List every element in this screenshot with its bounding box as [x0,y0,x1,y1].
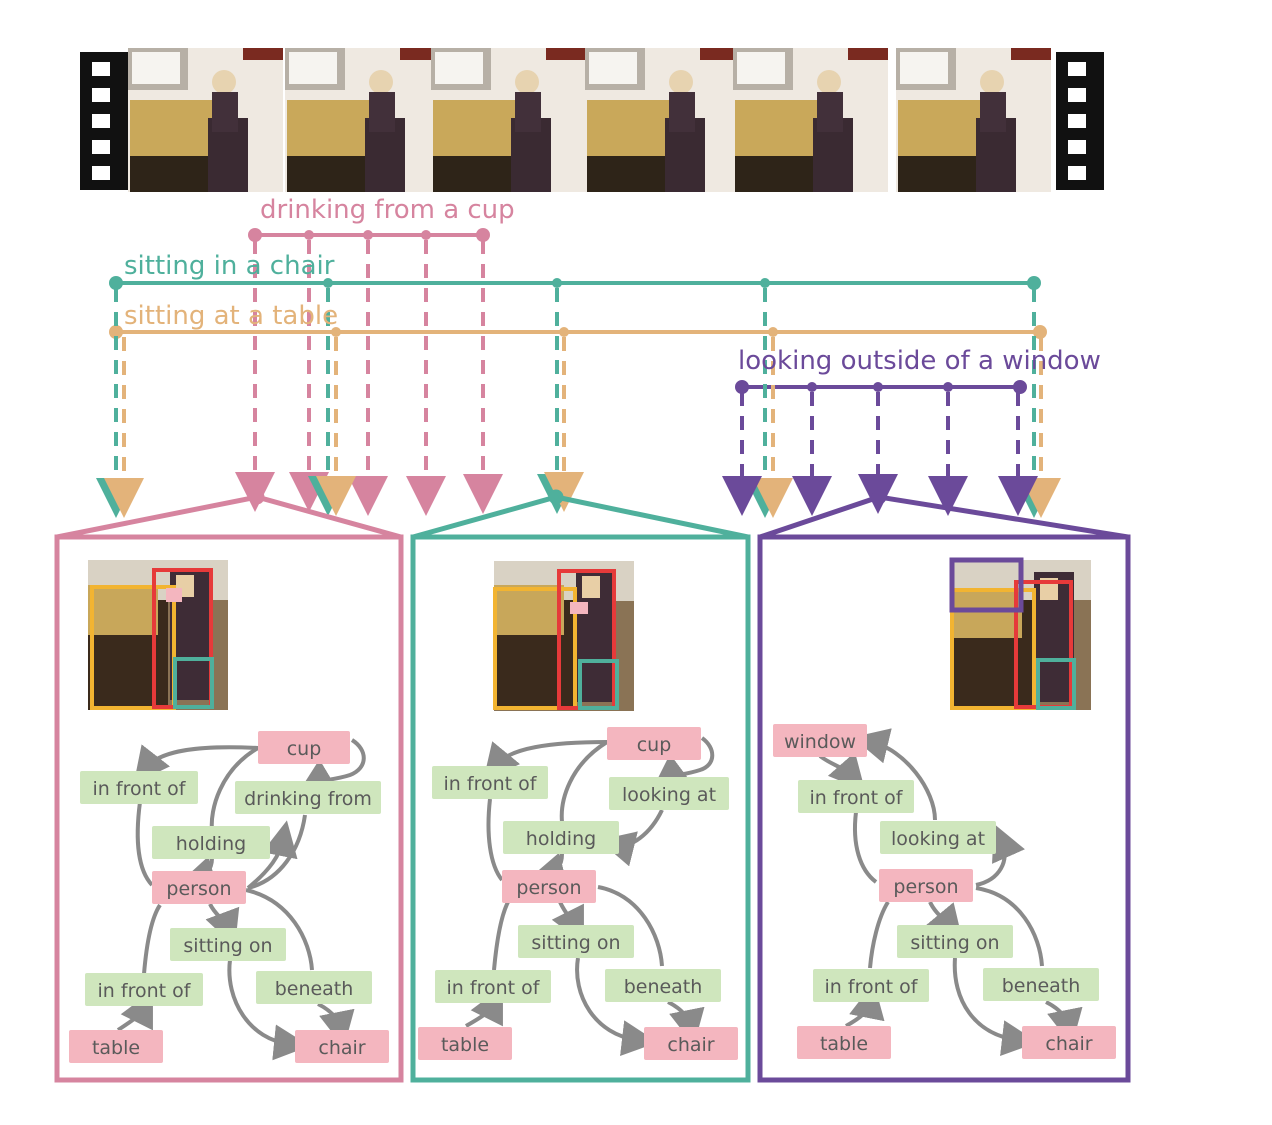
node-label: person [166,878,231,900]
node-cup [258,731,350,764]
action-label-sitting-table: sitting at a table [124,301,338,331]
node-window [773,724,867,757]
node-label: drinking from [244,788,372,810]
node-label: table [441,1034,489,1056]
node-label: in front of [447,977,541,999]
node-relation [518,925,634,958]
node-label: in front of [810,787,904,809]
node-relation [170,928,286,961]
node-label: beneath [275,978,354,1000]
node-relation [152,826,270,859]
node-table [69,1030,163,1063]
node-relation [256,971,372,1004]
node-label: in front of [444,773,538,795]
thumbnail-2 [493,561,634,711]
node-label: chair [318,1037,365,1059]
node-label: looking at [891,828,985,850]
node-label: looking at [622,784,716,806]
timeline-dashed-drops [96,240,1061,518]
graph-panel-1: cup in front of drinking from holding pe… [69,731,389,1063]
film-strip [80,52,1104,190]
node-label: cup [637,734,672,756]
node-label: table [820,1033,868,1055]
node-relation [435,970,551,1003]
node-table [797,1026,891,1059]
panel-drinking [54,489,404,1083]
node-label: in front of [825,976,919,998]
graph-edges [116,728,1083,1061]
action-label-sitting-chair: sitting in a chair [124,251,335,281]
panel-sitting-chair [410,489,751,1083]
node-cup [607,727,701,760]
node-label: beneath [1002,975,1081,997]
node-label: in front of [93,778,187,800]
graph-panel-2: cup in front of looking at holding perso… [418,727,738,1060]
graph-panel-3: window in front of looking at person sit… [773,724,1116,1059]
node-label: window [784,731,856,753]
video-frame [128,48,283,192]
video-frame [431,48,586,192]
node-label: holding [176,833,246,855]
action-label-looking-window: looking outside of a window [738,346,1101,376]
node-relation [609,777,729,810]
node-person [879,869,973,902]
node-label: in front of [98,980,192,1002]
node-label: chair [667,1034,714,1056]
node-relation [798,780,914,813]
video-frame [896,48,1051,192]
node-label: person [516,877,581,899]
node-relation [983,968,1099,1001]
node-label: person [893,876,958,898]
video-frames [128,48,1051,192]
node-relation [235,781,381,814]
node-label: chair [1045,1033,1092,1055]
action-timelines [109,228,1047,394]
video-frame [585,48,740,192]
node-chair [295,1030,389,1063]
node-label: cup [287,738,322,760]
node-label: sitting on [183,935,272,957]
thumbnail-3 [949,557,1091,710]
action-label-drinking: drinking from a cup [260,195,515,225]
video-frame [285,48,440,192]
panel-looking-window [757,489,1131,1083]
node-label: sitting on [910,932,999,954]
node-label: sitting on [531,932,620,954]
node-label: beneath [624,976,703,998]
node-relation [85,973,203,1006]
node-person [502,870,596,903]
node-relation [813,969,929,1002]
video-frame [733,48,888,192]
node-relation [880,821,996,854]
node-chair [644,1027,738,1060]
node-relation [605,969,721,1002]
node-chair [1022,1026,1116,1059]
node-relation [503,821,619,854]
node-person [152,871,246,904]
node-relation [80,771,198,804]
node-label: table [92,1037,140,1059]
node-table [418,1027,512,1060]
node-label: holding [526,828,596,850]
node-relation [432,766,548,799]
node-relation [897,925,1013,958]
thumbnail-1 [88,560,228,710]
